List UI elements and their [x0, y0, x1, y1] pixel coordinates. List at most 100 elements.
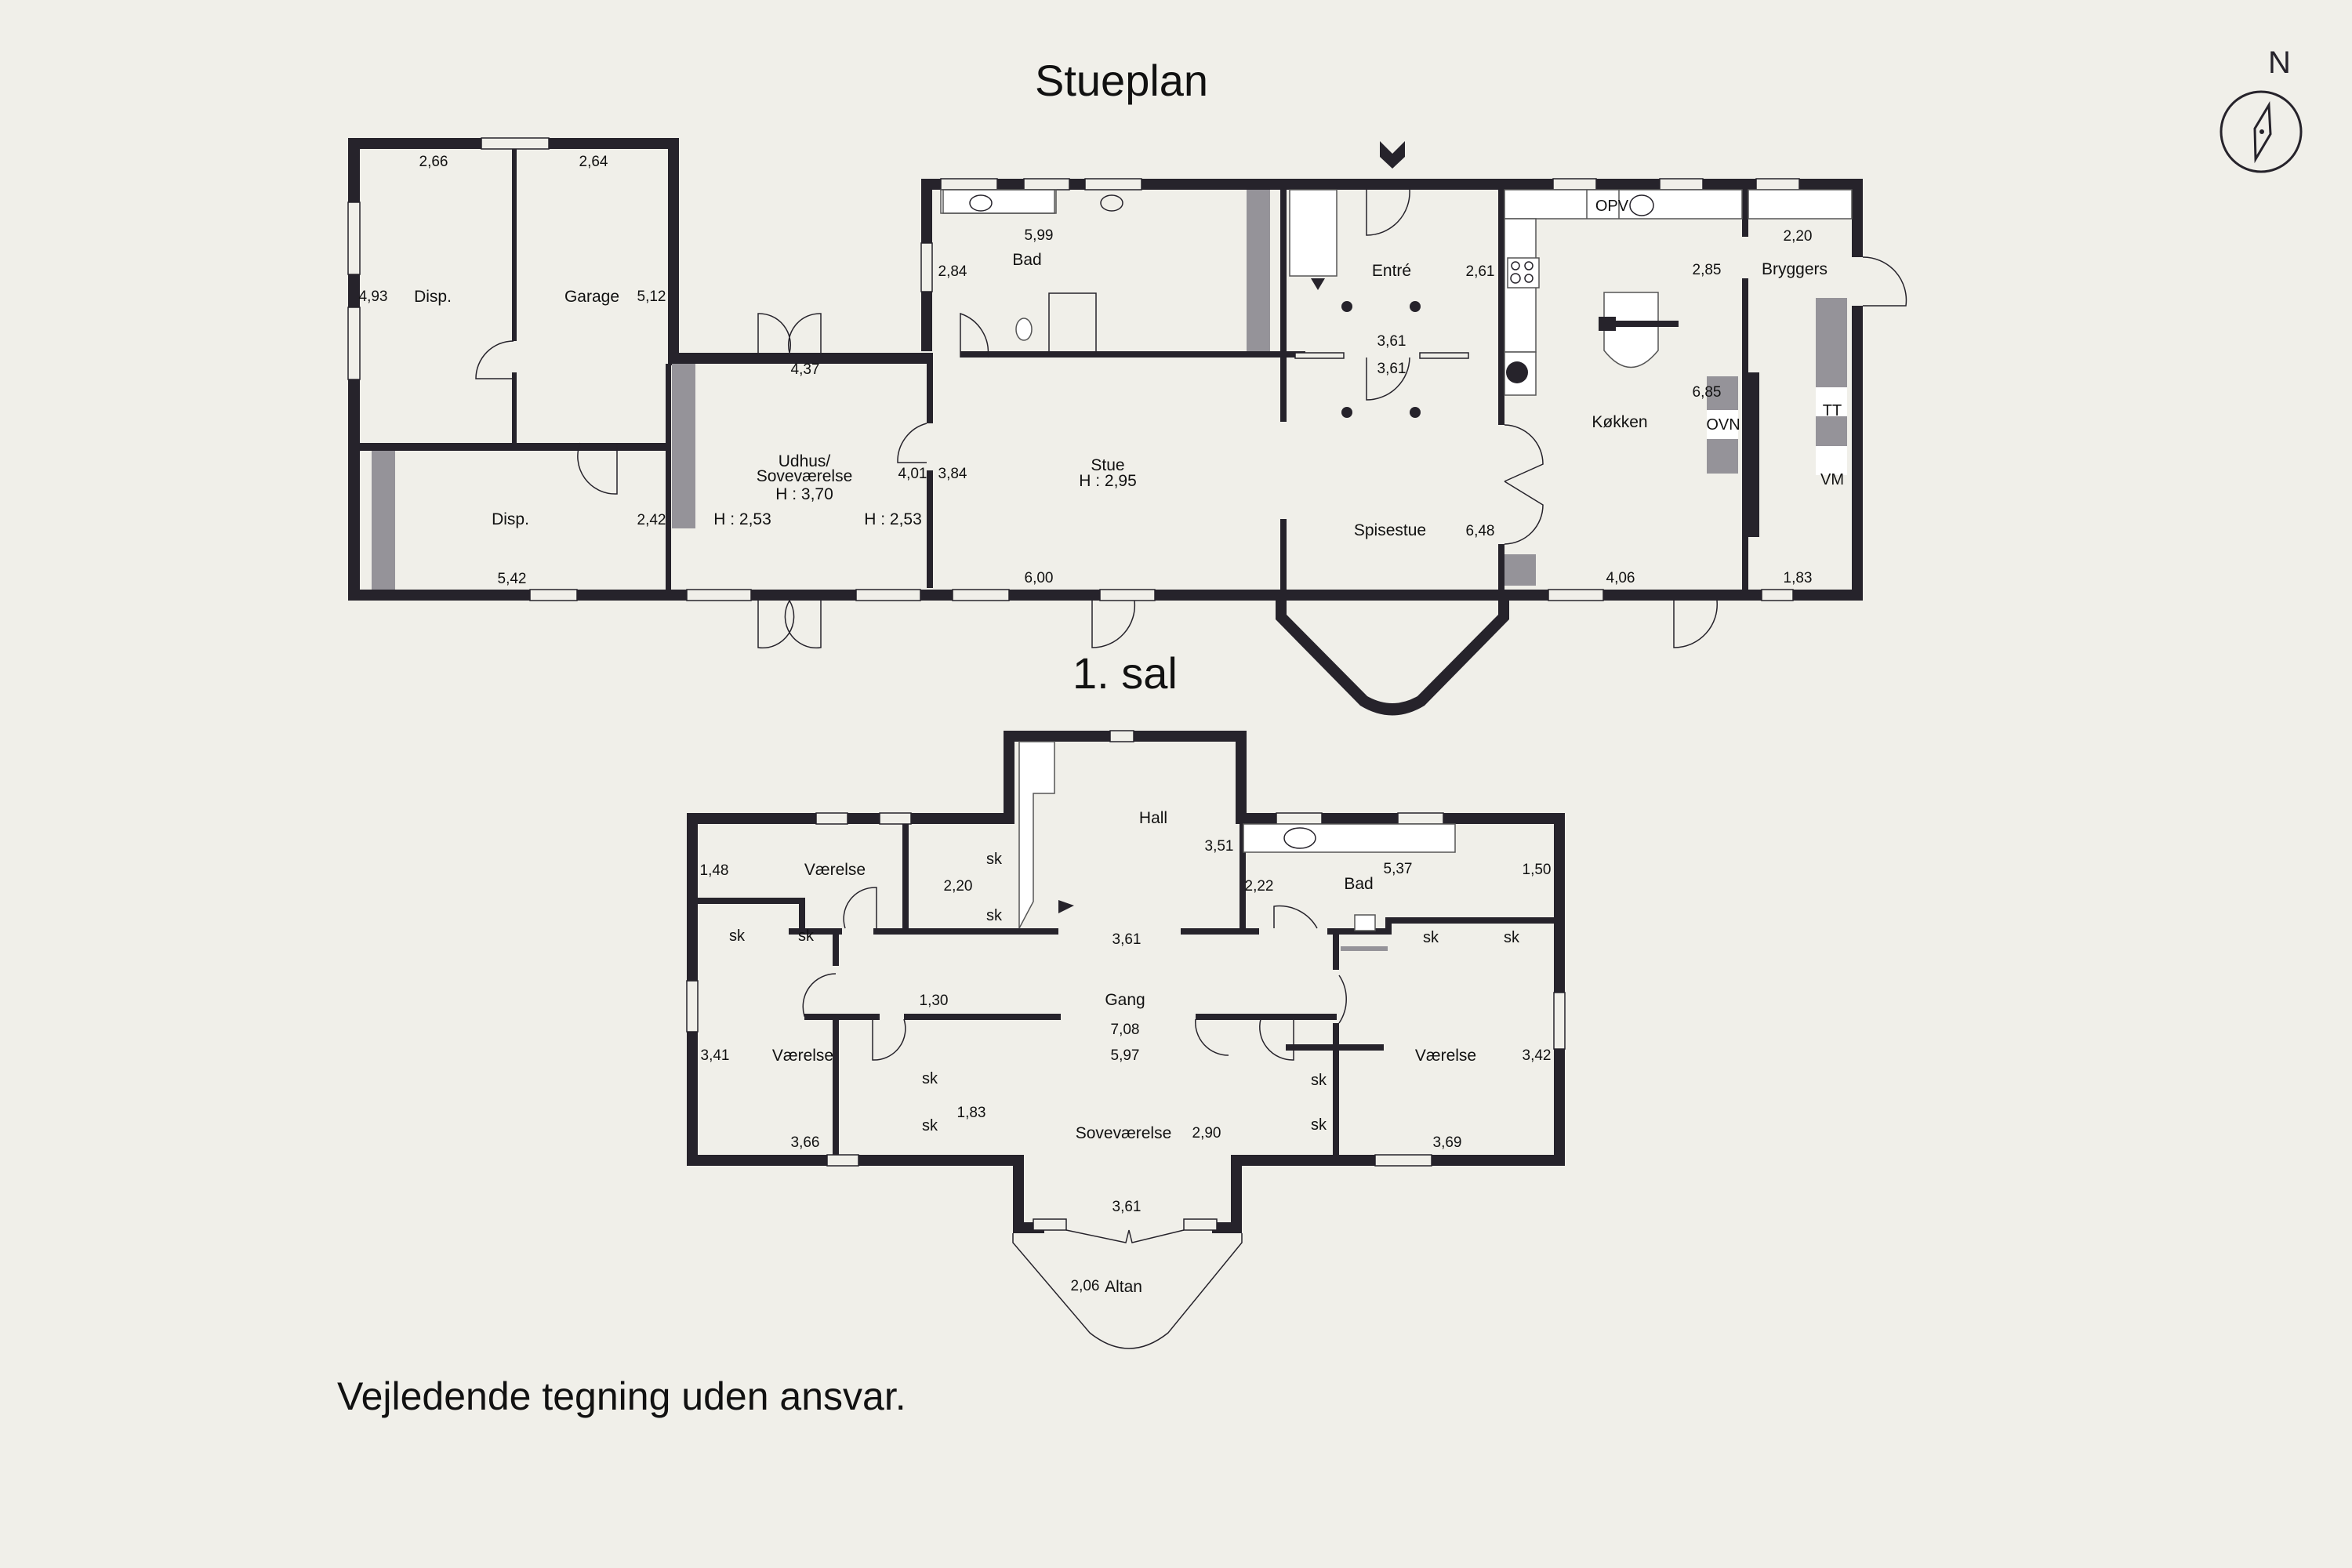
stueplan-labels: 2,66 4,93 Disp. 2,64 Garage 5,12 Disp. 5…	[359, 154, 1844, 587]
svg-text:5,37: 5,37	[1384, 861, 1413, 877]
svg-text:3,61: 3,61	[1377, 333, 1406, 350]
sink-icon	[1283, 827, 1316, 849]
svg-text:OVN: OVN	[1706, 416, 1740, 434]
svg-text:sk: sk	[1311, 1116, 1327, 1134]
column-icon	[1341, 301, 1352, 312]
svg-text:Køkken: Køkken	[1592, 413, 1647, 431]
first-floor-title: 1. sal	[1073, 648, 1178, 698]
svg-text:3,42: 3,42	[1523, 1047, 1552, 1064]
stair-arrow-icon	[1311, 278, 1325, 290]
svg-text:VM: VM	[1820, 471, 1844, 488]
svg-text:sk: sk	[1311, 1072, 1327, 1089]
kitchen-sink-icon	[1629, 194, 1654, 216]
svg-text:sk: sk	[1504, 929, 1520, 946]
svg-text:Disp.: Disp.	[492, 510, 529, 528]
svg-text:6,48: 6,48	[1466, 523, 1495, 539]
svg-text:Bad: Bad	[1344, 875, 1373, 893]
svg-text:4,01: 4,01	[898, 466, 927, 482]
svg-text:Værelse: Værelse	[804, 861, 866, 879]
sink-icon	[1100, 194, 1123, 212]
compass-icon	[2220, 90, 2303, 173]
svg-text:TT: TT	[1823, 402, 1842, 419]
toilet-icon	[1015, 318, 1033, 341]
svg-text:2,42: 2,42	[637, 512, 666, 528]
compass-north-label: N	[2268, 45, 2291, 80]
sal-walls	[687, 731, 1565, 1233]
svg-text:Værelse: Værelse	[1415, 1047, 1476, 1065]
svg-text:3,84: 3,84	[938, 466, 967, 482]
svg-text:2,64: 2,64	[579, 154, 608, 170]
svg-text:3,61: 3,61	[1377, 361, 1406, 377]
ground-floor-title: Stueplan	[1035, 56, 1209, 105]
svg-text:5,97: 5,97	[1111, 1047, 1140, 1064]
svg-text:Hall: Hall	[1139, 809, 1167, 827]
svg-text:sk: sk	[798, 927, 815, 945]
balcony-railing	[1012, 1233, 1243, 1349]
svg-text:1,30: 1,30	[920, 993, 949, 1009]
svg-text:sk: sk	[922, 1117, 938, 1134]
kitchen-island	[1603, 292, 1659, 368]
svg-text:2,61: 2,61	[1466, 263, 1495, 280]
svg-text:sk: sk	[986, 851, 1003, 868]
svg-text:3,69: 3,69	[1433, 1134, 1462, 1151]
svg-text:5,42: 5,42	[498, 571, 527, 587]
sal-fixtures	[1018, 741, 1456, 951]
svg-text:2,66: 2,66	[419, 154, 448, 170]
svg-text:4,93: 4,93	[359, 289, 388, 305]
svg-text:Værelse: Værelse	[772, 1047, 833, 1065]
svg-text:H : 2,53: H : 2,53	[864, 510, 922, 528]
sink-icon	[969, 194, 993, 212]
svg-text:Udhus/: Udhus/	[779, 452, 831, 470]
stove-fan-icon	[1506, 361, 1528, 383]
svg-text:5,99: 5,99	[1025, 227, 1054, 244]
sal-doors	[802, 887, 1347, 1349]
svg-text:Soveværelse: Soveværelse	[1076, 1124, 1172, 1142]
svg-text:Spisestue: Spisestue	[1354, 521, 1426, 539]
sal-windows	[686, 730, 1566, 1231]
svg-text:3,41: 3,41	[701, 1047, 730, 1064]
svg-text:Bryggers: Bryggers	[1762, 260, 1828, 278]
svg-text:3,61: 3,61	[1112, 1199, 1142, 1215]
svg-text:4,37: 4,37	[791, 361, 820, 378]
svg-text:2,20: 2,20	[944, 878, 973, 895]
svg-text:H : 2,95: H : 2,95	[1079, 472, 1137, 490]
svg-text:Bad: Bad	[1012, 251, 1041, 269]
svg-text:2,84: 2,84	[938, 263, 967, 280]
svg-text:6,85: 6,85	[1693, 384, 1722, 401]
svg-text:Garage: Garage	[564, 288, 619, 306]
svg-text:Disp.: Disp.	[414, 288, 452, 306]
svg-text:Gang: Gang	[1105, 991, 1145, 1009]
svg-text:4,06: 4,06	[1606, 570, 1635, 586]
disclaimer-text: Vejledende tegning uden ansvar.	[337, 1374, 906, 1418]
stair-arrow-icon	[1058, 900, 1074, 913]
svg-text:3,51: 3,51	[1205, 838, 1234, 855]
stueplan-fixtures	[372, 189, 1853, 590]
svg-text:sk: sk	[1423, 929, 1439, 946]
svg-text:Entré: Entré	[1372, 262, 1411, 280]
svg-text:Soveværelse: Soveværelse	[757, 467, 853, 485]
stueplan-windows	[347, 137, 1800, 601]
svg-text:H : 3,70: H : 3,70	[775, 485, 833, 503]
svg-text:Stue: Stue	[1091, 456, 1124, 474]
svg-text:3,61: 3,61	[1112, 931, 1142, 948]
svg-text:sk: sk	[922, 1070, 938, 1087]
svg-text:3,66: 3,66	[791, 1134, 820, 1151]
svg-text:sk: sk	[986, 907, 1003, 924]
svg-text:7,08: 7,08	[1111, 1022, 1140, 1038]
svg-text:2,20: 2,20	[1784, 228, 1813, 245]
svg-text:2,22: 2,22	[1245, 878, 1274, 895]
svg-text:Altan: Altan	[1105, 1278, 1142, 1296]
svg-text:1,50: 1,50	[1523, 862, 1552, 878]
svg-text:5,12: 5,12	[637, 289, 666, 305]
svg-text:2,90: 2,90	[1192, 1125, 1221, 1142]
stueplan-doors	[475, 189, 1907, 649]
svg-text:1,83: 1,83	[957, 1105, 986, 1121]
svg-text:2,85: 2,85	[1693, 262, 1722, 278]
svg-text:sk: sk	[729, 927, 746, 945]
svg-text:OPV: OPV	[1595, 198, 1629, 215]
svg-text:6,00: 6,00	[1025, 570, 1054, 586]
svg-text:1,48: 1,48	[700, 862, 729, 879]
svg-text:1,83: 1,83	[1784, 570, 1813, 586]
entrance-marker-icon	[1380, 141, 1405, 169]
